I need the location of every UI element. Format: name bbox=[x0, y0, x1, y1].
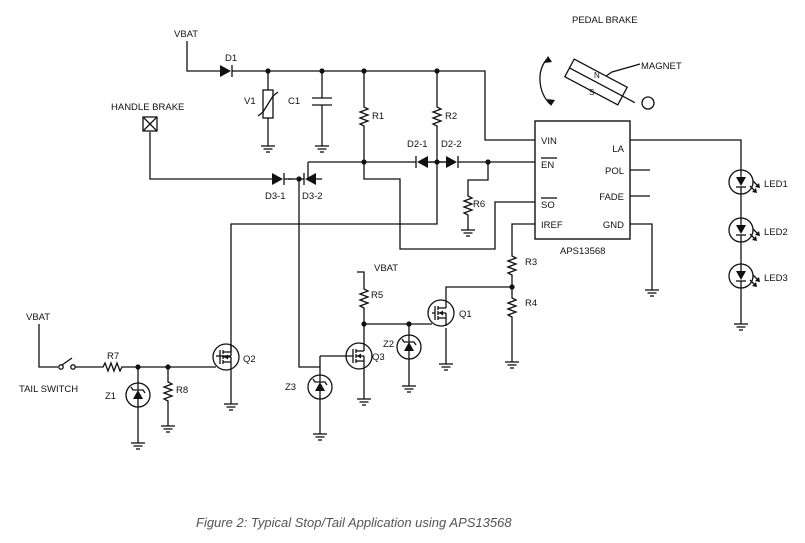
ic-name: APS13568 bbox=[560, 246, 605, 257]
led-3 bbox=[728, 263, 761, 289]
capacitor-c1 bbox=[312, 97, 332, 153]
pin-vin: VIN bbox=[541, 136, 557, 147]
mosfet-q1 bbox=[427, 299, 455, 371]
label-r8: R8 bbox=[176, 385, 188, 396]
label-vbat-top: VBAT bbox=[174, 29, 198, 40]
label-r2: R2 bbox=[445, 111, 457, 122]
label-r5: R5 bbox=[371, 290, 383, 301]
label-v1: V1 bbox=[244, 96, 256, 107]
diode-d3-2 bbox=[299, 173, 322, 185]
label-d2-2: D2-2 bbox=[441, 139, 462, 150]
ground-led bbox=[733, 317, 749, 331]
diode-d3-1 bbox=[272, 173, 299, 185]
label-d1: D1 bbox=[225, 53, 237, 64]
figure-caption: Figure 2: Typical Stop/Tail Application … bbox=[196, 515, 512, 530]
label-z2: Z2 bbox=[383, 339, 394, 350]
label-z1: Z1 bbox=[105, 391, 116, 402]
label-q1: Q1 bbox=[459, 309, 472, 320]
led-2 bbox=[728, 217, 761, 243]
label-vbat-left: VBAT bbox=[26, 312, 50, 323]
resistor-r8 bbox=[160, 377, 176, 433]
junction-dots bbox=[135, 68, 515, 370]
mosfet-q2 bbox=[212, 343, 240, 411]
label-tail-switch: TAIL SWITCH bbox=[19, 384, 78, 395]
label-d3-2: D3-2 bbox=[302, 191, 323, 202]
pin-fade: FADE bbox=[599, 192, 624, 203]
label-handle-brake: HANDLE BRAKE bbox=[111, 102, 184, 113]
pin-gnd: GND bbox=[603, 220, 624, 231]
ground-ic bbox=[644, 283, 660, 297]
resistor-r2 bbox=[432, 102, 442, 131]
label-vbat-mid: VBAT bbox=[374, 263, 398, 274]
resistor-r4 bbox=[507, 293, 517, 322]
label-r3: R3 bbox=[525, 257, 537, 268]
label-pedal-brake: PEDAL BRAKE bbox=[572, 15, 638, 26]
diode-d2-2 bbox=[437, 156, 462, 168]
label-r1: R1 bbox=[372, 111, 384, 122]
pin-en: EN bbox=[541, 160, 554, 171]
handle-brake-switch bbox=[142, 116, 158, 132]
diode-d1 bbox=[220, 65, 236, 77]
resistor-r7 bbox=[98, 362, 127, 372]
label-c1: C1 bbox=[288, 96, 300, 107]
ic-aps13568 bbox=[534, 120, 631, 240]
pedal-swing-arrow bbox=[539, 57, 551, 105]
diode-d2-1 bbox=[412, 156, 437, 168]
wires bbox=[38, 41, 742, 437]
varistor-v1 bbox=[257, 89, 279, 153]
mosfet-q3 bbox=[319, 342, 373, 406]
label-led3: LED3 bbox=[764, 273, 788, 284]
pedal-pivot bbox=[641, 96, 655, 110]
pin-so: SO bbox=[541, 200, 555, 211]
magnet-leader bbox=[605, 63, 641, 77]
resistor-r1 bbox=[359, 102, 369, 131]
label-d2-1: D2-1 bbox=[407, 139, 428, 150]
label-r4: R4 bbox=[525, 298, 537, 309]
resistor-r5 bbox=[359, 284, 369, 313]
label-magnet-s: S bbox=[589, 88, 594, 97]
pedal-brake-magnet bbox=[563, 58, 636, 106]
label-led1: LED1 bbox=[764, 179, 788, 190]
resistor-r3 bbox=[507, 251, 517, 280]
label-q3: Q3 bbox=[372, 352, 385, 363]
label-r6: R6 bbox=[473, 199, 485, 210]
label-q2: Q2 bbox=[243, 354, 256, 365]
label-led2: LED2 bbox=[764, 227, 788, 238]
label-r7: R7 bbox=[107, 351, 119, 362]
label-d3-1: D3-1 bbox=[265, 191, 286, 202]
label-magnet: MAGNET bbox=[641, 61, 682, 72]
pin-la: LA bbox=[612, 144, 624, 155]
label-z3: Z3 bbox=[285, 382, 296, 393]
pin-iref: IREF bbox=[541, 220, 563, 231]
pin-pol: POL bbox=[605, 166, 624, 177]
led-1 bbox=[728, 169, 761, 195]
tail-switch bbox=[58, 357, 76, 370]
ground-r4 bbox=[504, 355, 520, 369]
label-magnet-n: N bbox=[594, 71, 600, 80]
